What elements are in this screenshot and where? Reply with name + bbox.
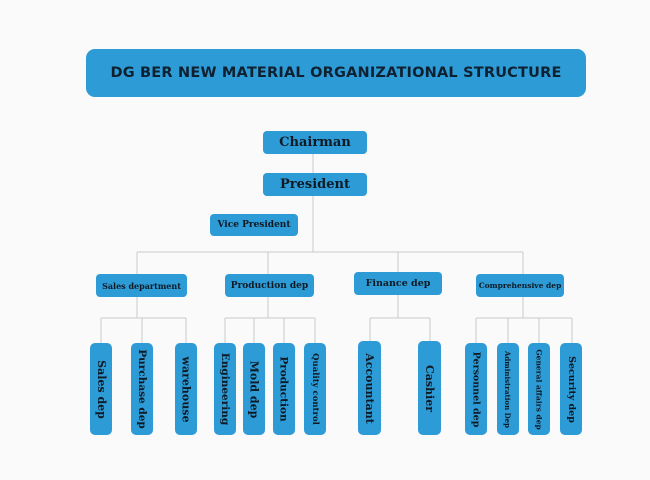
node-security-dep: Security dep: [560, 343, 582, 435]
node-production-dep: Production dep: [225, 274, 314, 297]
node-vice-president: Vice President: [210, 214, 298, 236]
node-quality-control: Quality control: [304, 343, 326, 435]
node-engineering: Engineering: [214, 343, 236, 435]
node-sales-dep: Sales dep: [90, 343, 112, 435]
chart-title: DG BER NEW MATERIAL ORGANIZATIONAL STRUC…: [86, 49, 586, 97]
node-sales-department: Sales department: [96, 274, 187, 297]
node-personnel-dep: Personnel dep: [465, 343, 487, 435]
node-production: Production: [273, 343, 295, 435]
node-general-affairs-dep: General affairs dep: [528, 343, 550, 435]
node-president: President: [263, 173, 367, 196]
node-mold-dep: Mold dep: [243, 343, 265, 435]
node-cashier: Cashier: [418, 341, 441, 435]
node-comprehensive-dep: Comprehensive dep: [476, 274, 564, 297]
node-chairman: Chairman: [263, 131, 367, 154]
node-warehouse: warehouse: [175, 343, 197, 435]
node-purchase-dep: Purchase dep: [131, 343, 153, 435]
node-accountant: Accountant: [358, 341, 381, 435]
node-administration-dep: Administration Dep: [497, 343, 519, 435]
node-finance-dep: Finance dep: [354, 272, 442, 295]
